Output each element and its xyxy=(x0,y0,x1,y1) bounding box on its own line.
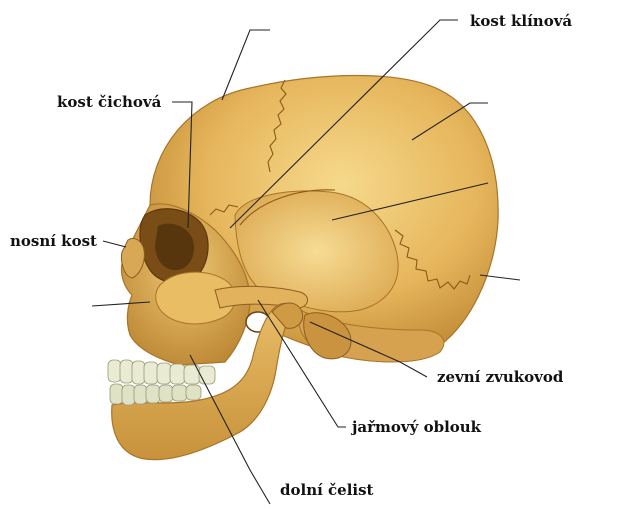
label-nasal: nosní kost xyxy=(10,234,97,249)
label-ear-canal: zevní zvukovod xyxy=(437,370,563,385)
leader-nasal xyxy=(103,241,126,247)
label-zygomatic-arch: jařmový oblouk xyxy=(352,420,481,435)
label-sphenoid: kost klínová xyxy=(470,14,572,29)
label-mandible: dolní čelist xyxy=(280,483,373,498)
label-ethmoid: kost čichová xyxy=(57,95,161,110)
